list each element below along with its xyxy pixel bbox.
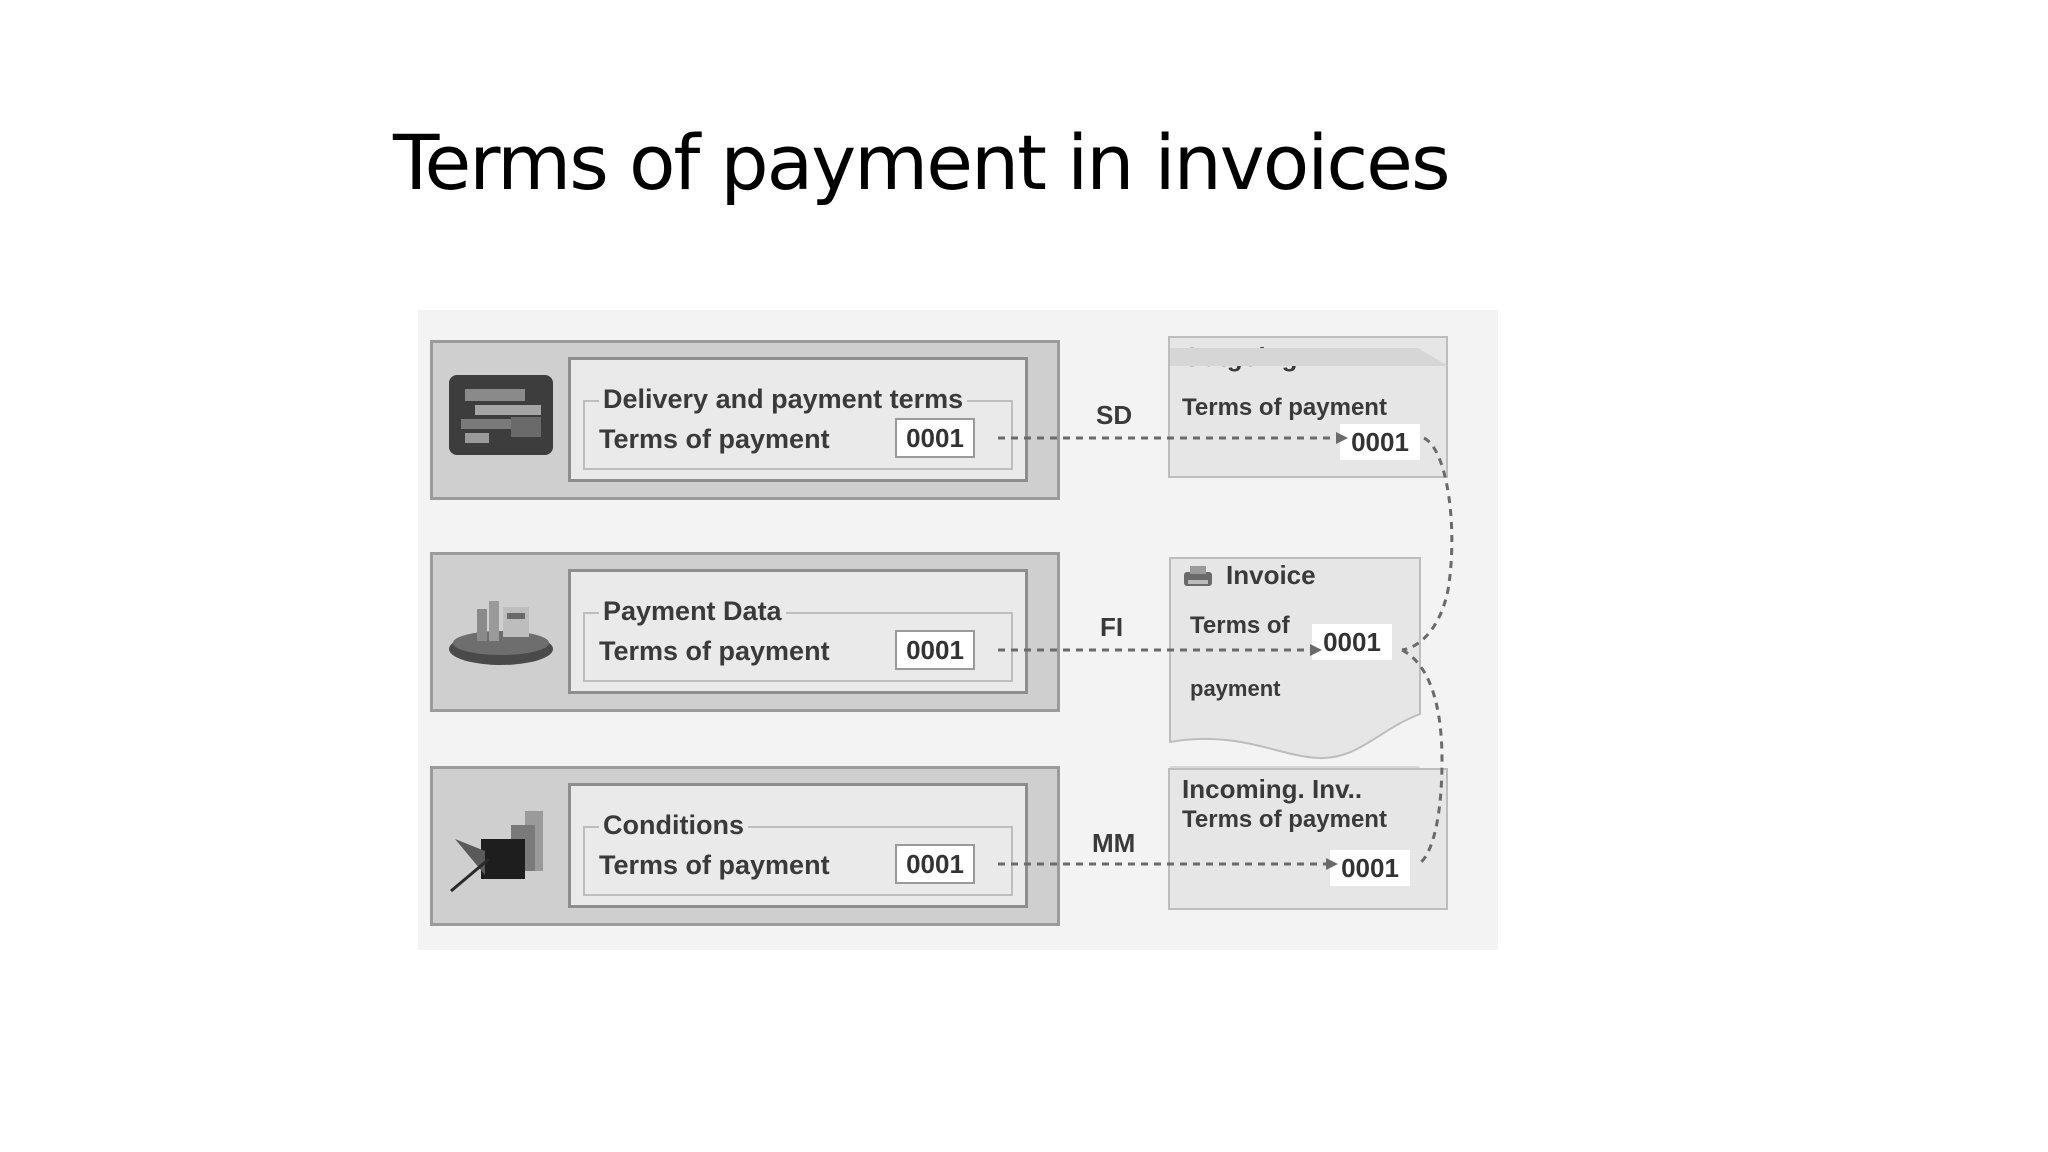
module-label-fi: FI — [1100, 612, 1124, 642]
doc-field-label: Terms of payment — [1182, 394, 1387, 421]
source-screen: Conditions Terms of payment 0001 — [568, 783, 1028, 908]
connector-incoming-invoice — [1401, 648, 1444, 866]
field-label: Terms of payment — [599, 424, 830, 454]
doc-value: 0001 — [1340, 424, 1420, 460]
arrowhead-fi — [1310, 644, 1322, 656]
source-panel-fi: Payment Data Terms of payment 0001 — [430, 552, 1060, 712]
invoice-value: 0001 — [1312, 624, 1392, 660]
group-title: Delivery and payment terms — [599, 384, 968, 415]
terms-of-payment-value: 0001 — [895, 418, 975, 458]
connector-outgoing-invoice — [1401, 436, 1454, 652]
terms-of-payment-value: 0001 — [895, 844, 975, 884]
arrowhead-mm — [1326, 858, 1338, 870]
doc-value: 0001 — [1330, 850, 1410, 886]
slide-title: Terms of payment in invoices — [393, 118, 1451, 207]
arrowhead-sd — [1336, 432, 1348, 444]
payment-terms-diagram: Delivery and payment terms Terms of paym… — [418, 310, 1498, 950]
flow-connectors — [998, 432, 1454, 870]
field-label: Terms of payment — [599, 636, 830, 666]
doc-field-label: Terms of payment — [1182, 806, 1387, 833]
module-label-sd: SD — [1096, 400, 1133, 430]
source-screen: Payment Data Terms of payment 0001 — [568, 569, 1028, 694]
printer-icon — [1182, 562, 1214, 590]
doc-title: Incoming. Inv.. — [1182, 774, 1363, 804]
group-title: Conditions — [599, 810, 748, 841]
group-box — [583, 826, 1013, 896]
incoming-invoice-doc: Incoming. Inv.. Terms of payment 0001 — [1168, 768, 1448, 910]
sales-order-icon — [449, 375, 553, 455]
purchasing-icon — [450, 811, 543, 893]
terms-of-payment-value: 0001 — [895, 630, 975, 670]
group-title: Payment Data — [599, 596, 786, 627]
invoice-title: Invoice — [1226, 560, 1316, 590]
invoice-label-line1: Terms of — [1190, 612, 1290, 639]
group-box — [583, 612, 1013, 682]
source-panel-mm: Conditions Terms of payment 0001 — [430, 766, 1060, 926]
source-screen: Delivery and payment terms Terms of paym… — [568, 357, 1028, 482]
field-label: Terms of payment — [599, 850, 830, 880]
source-panel-sd: Delivery and payment terms Terms of paym… — [430, 340, 1060, 500]
customer-vendor-master-icon — [449, 601, 553, 665]
module-label-mm: MM — [1092, 828, 1136, 858]
invoice-label-line2: payment — [1190, 676, 1281, 701]
